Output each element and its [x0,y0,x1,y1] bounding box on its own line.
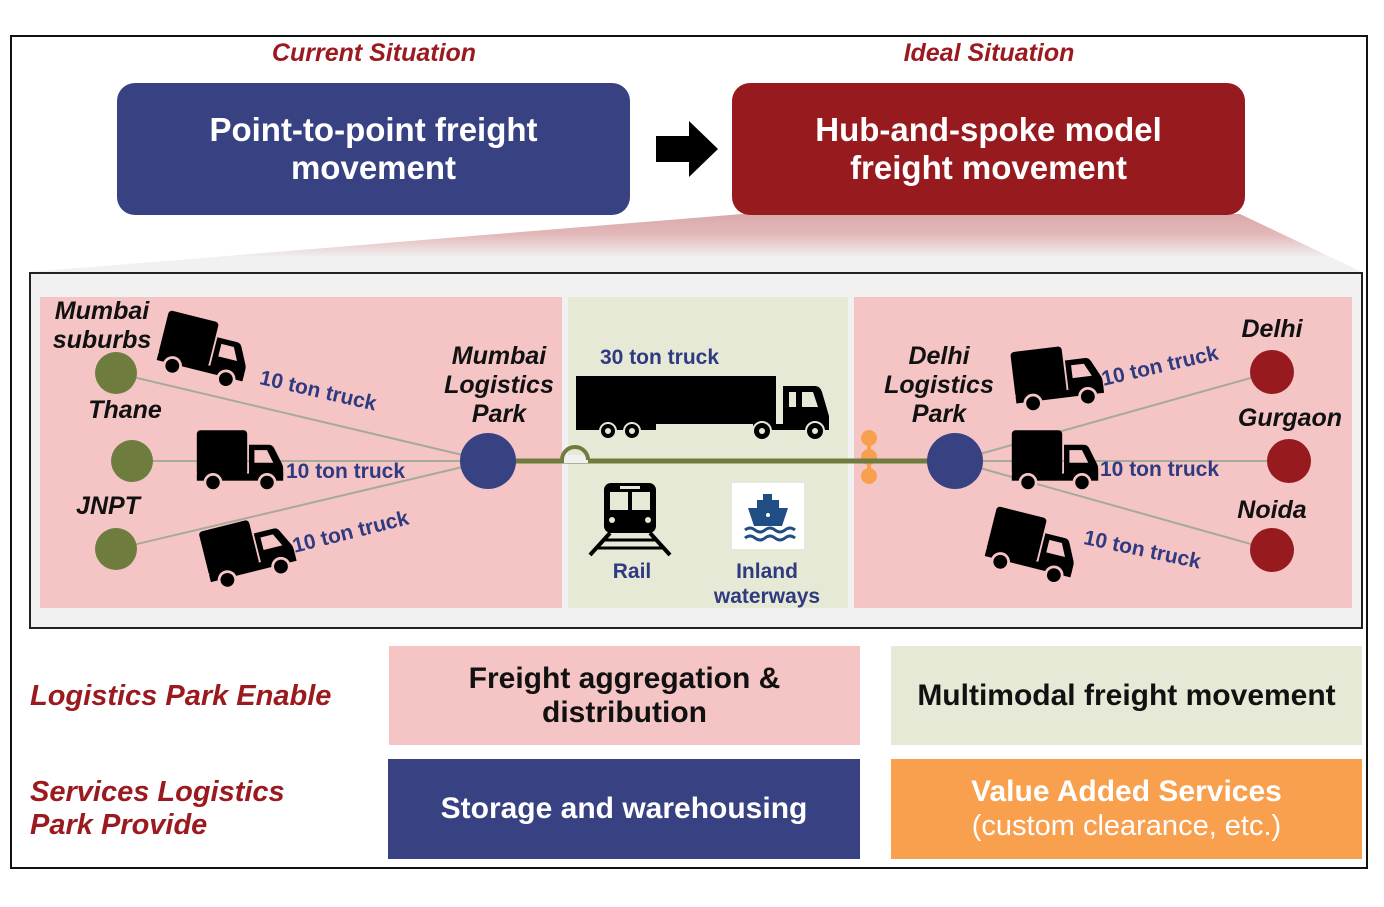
ideal-situation-box: Hub-and-spoke model freight movement [732,83,1245,215]
train-icon [588,483,672,557]
place-label-thane: Thane [88,396,162,424]
hub-label-line: Park [471,400,527,428]
spoke-line [115,372,489,462]
ideal-situation-title: Ideal Situation [903,39,1075,67]
current-situation-title: Current Situation [271,39,477,67]
delivery-truck-icon [152,308,257,393]
spoke-line [954,460,1273,551]
row-label-line: Services Logistics [30,776,285,808]
current-situation-box: Point-to-point freight movement [117,83,630,215]
mode-label-line: waterways [713,585,821,608]
delivery-truck-icon [980,504,1085,589]
row-label-services: Services Logistics Park Provide [30,776,285,842]
place-label-gurgaon: Gurgaon [1237,404,1343,432]
hub-label-line: Park [911,400,967,428]
hub-label-line: Delhi [908,342,970,370]
node-noida [1250,528,1294,572]
hub-label-line: Logistics [884,371,994,399]
row-label-line: Park Provide [30,809,208,841]
right-arrow-icon [656,121,718,177]
delivery-truck-icon [1010,428,1100,492]
ideal-situation-text: Hub-and-spoke model freight movement [815,111,1162,186]
cell-storage-warehousing: Storage and warehousing [388,759,860,859]
node-delhi [1250,350,1294,394]
cell-multimodal-freight: Multimodal freight movement [891,646,1362,745]
place-label-mumbai-suburbs: Mumbai suburbs [44,297,160,355]
trunk-bridge-icon [560,445,590,461]
junction-icon [861,430,877,484]
place-label-noida: Noida [1237,496,1307,524]
cell-freight-aggregation: Freight aggregation & distribution [389,646,860,745]
ship-icon [732,483,804,549]
current-situation-text: Point-to-point freight movement [209,111,538,186]
cell-line: Freight aggregation & [468,661,781,695]
spoke-line [115,460,489,550]
hub-label-line: Logistics [444,371,554,399]
cell-value-added-services: Value Added Services (custom clearance, … [891,759,1362,859]
row-label-enable: Logistics Park Enable [30,680,332,712]
place-label-delhi: Delhi [1241,315,1303,343]
semi-truck-icon [576,376,829,441]
node-jnpt [95,528,137,570]
hub-label-mumbai-logistics-park: Mumbai Logistics Park [434,342,564,429]
cell-subline: (custom clearance, etc.) [971,810,1282,842]
trunk-vehicle-label: 30 ton truck [600,346,720,369]
node-delhi-logistics-park [927,433,983,489]
hub-label-line: Mumbai [451,342,547,370]
mode-label-rail: Rail [612,560,652,583]
cell-line: Storage and warehousing [440,792,808,825]
mode-label-inland-waterways: Inland waterways [700,559,834,609]
node-gurgaon [1267,439,1311,483]
delivery-truck-icon [1008,340,1107,415]
delivery-truck-icon [195,428,285,492]
node-mumbai-logistics-park [460,433,516,489]
mode-label-line: Inland [736,560,798,583]
hub-label-delhi-logistics-park: Delhi Logistics Park [874,342,1004,429]
cell-line: Multimodal freight movement [917,678,1336,712]
place-label-line: Mumbai [54,297,150,325]
node-thane [111,440,153,482]
trunk-panel [568,297,848,608]
cell-line: distribution [542,695,707,729]
place-label-jnpt: JNPT [76,492,140,520]
trunk-gap [564,455,588,463]
cell-line: Value Added Services [971,775,1282,808]
fan-shape [30,214,1362,272]
node-mumbai-suburbs [95,352,137,394]
vehicle-label: 10 ton truck [1100,458,1220,481]
delivery-truck-icon [197,509,301,594]
spoke-line [954,371,1273,462]
place-label-line: suburbs [52,326,152,354]
vehicle-label: 10 ton truck [286,460,406,483]
